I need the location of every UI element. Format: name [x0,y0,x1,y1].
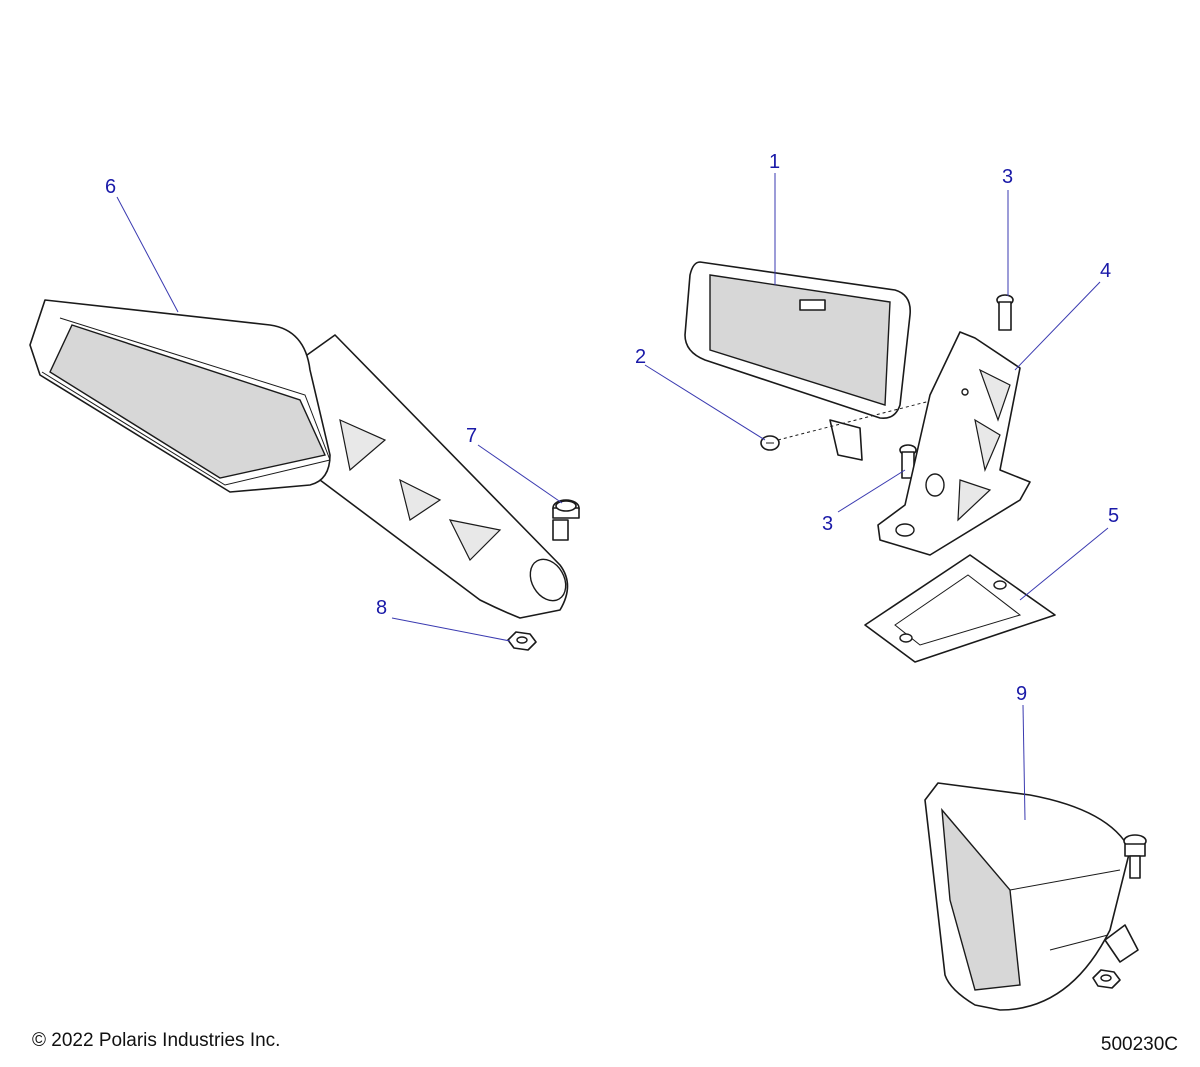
nut-8 [507,631,537,651]
nut-9 [1092,969,1121,989]
callout-3-top: 3 [1002,166,1013,188]
side-mirror-left [29,299,569,619]
gasket [864,554,1056,663]
leader-lines [116,173,1109,821]
mirror-bracket [877,331,1031,556]
callout-6: 6 [105,176,116,198]
screw-2 [760,435,780,451]
copyright-notice: © 2022 Polaris Industries Inc. [32,1030,281,1051]
callout-2: 2 [635,346,646,368]
callout-7: 7 [466,425,477,447]
callout-5: 5 [1108,505,1119,527]
bolt-3-top [996,294,1014,331]
document-number: 500230C [1100,1034,1178,1055]
bolt-7 [552,499,580,541]
callout-4: 4 [1100,260,1111,282]
mirror-kit-9 [924,782,1139,1011]
callout-8: 8 [376,597,387,619]
callout-1: 1 [769,151,780,173]
rearview-mirror [684,261,912,461]
callout-3-lower: 3 [822,513,833,535]
bolt-9 [1123,834,1147,879]
callout-9: 9 [1016,683,1027,705]
